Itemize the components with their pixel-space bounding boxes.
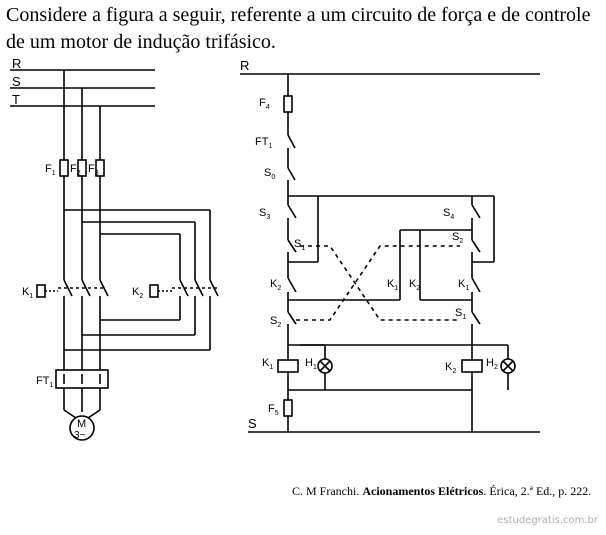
label-S4: S4 [443,207,454,221]
label-F3: F3 [88,163,99,177]
watermark: estudegratis.com.br [497,515,598,526]
label-R-control: R [240,58,249,73]
label-S-control: S [248,416,257,431]
label-S: S [12,74,21,89]
citation-title: Acionamentos Elétricos [362,484,484,498]
label-F5: F5 [268,403,279,417]
label-R: R [12,56,21,71]
label-K2: K2 [132,286,143,300]
question-text: Considere a figura a seguir, referente a… [6,4,591,53]
label-F4: F4 [259,97,270,111]
label-K2-mid: K2 [409,278,420,292]
label-K2-left: K2 [270,278,281,292]
label-K2-coil: K2 [445,361,456,375]
control-circuit [240,73,540,433]
label-H1: H1 [305,357,317,371]
label-K1: K1 [22,286,33,300]
label-S2-top: S2 [452,231,463,245]
label-FT1-control: FT1 [255,136,272,150]
label-S1-bottom: S1 [455,307,466,321]
citation-author: C. M Franchi. [292,484,363,498]
label-H2: H2 [486,357,498,371]
label-FT1: FT1 [36,375,53,389]
motor-sub: 3~ [74,430,86,441]
citation-suffix: . Érica, 2.ª Ed., p. 222. [483,484,592,498]
label-S2-bottom: S2 [270,315,281,329]
label-S3: S3 [259,207,270,221]
label-F2: F2 [70,163,81,177]
label-S1-top: S1 [294,238,305,252]
label-K1-right: K1 [458,278,469,292]
label-F1: F1 [45,163,56,177]
label-K1-coil: K1 [262,357,273,371]
control-circuit-labels: R S F4 FT1 S0 S3 S4 S1 S2 K2 K1 K2 K1 S2… [240,58,498,431]
citation: C. M Franchi. Acionamentos Elétricos. Ér… [292,484,591,499]
label-S0: S0 [264,167,275,181]
power-circuit [10,69,219,441]
label-K1-mid: K1 [387,278,398,292]
motor-label: M [77,418,86,430]
label-T: T [12,92,20,107]
power-circuit-labels: R S T F1 F2 F3 K1 K2 FT1 M 3~ [12,56,143,441]
